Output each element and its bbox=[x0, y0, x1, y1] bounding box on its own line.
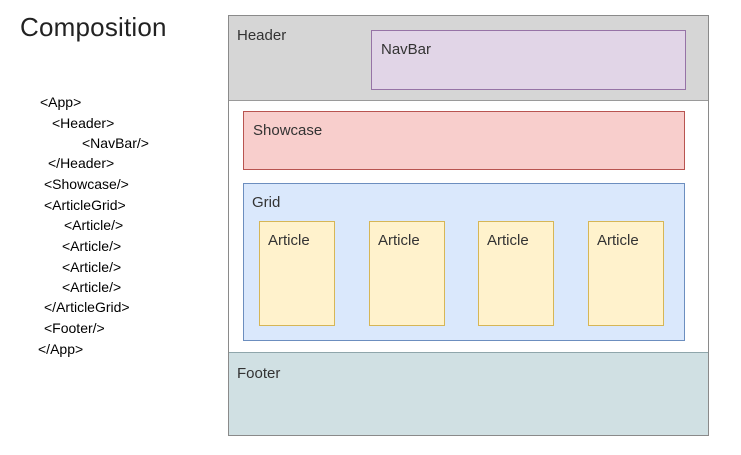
showcase-label: Showcase bbox=[253, 122, 323, 139]
grid-box: Grid Article Article Article Article bbox=[243, 183, 685, 341]
tree-line: </App> bbox=[38, 341, 84, 357]
tree-line: </ArticleGrid> bbox=[44, 299, 130, 315]
footer-box: Footer bbox=[229, 352, 708, 435]
tree-line: <Article/> bbox=[62, 238, 122, 254]
article-label: Article bbox=[597, 232, 639, 249]
tree-line: <Header> bbox=[52, 115, 115, 131]
component-tree: <App> <Header> <NavBar/> </Header> <Show… bbox=[0, 0, 200, 370]
tree-line: <Footer/> bbox=[44, 320, 105, 336]
tree-line: <Article/> bbox=[62, 259, 122, 275]
article-box: Article bbox=[259, 221, 335, 326]
tree-line: </Header> bbox=[48, 155, 115, 171]
showcase-box: Showcase bbox=[243, 111, 685, 170]
page-layout-frame: Header NavBar Showcase Grid Article Arti… bbox=[228, 15, 709, 436]
diagram-title: Composition bbox=[20, 12, 167, 42]
navbar-box: NavBar bbox=[371, 30, 686, 90]
header-box: Header NavBar bbox=[229, 16, 708, 101]
article-label: Article bbox=[268, 232, 310, 249]
footer-label: Footer bbox=[237, 365, 281, 382]
article-box: Article bbox=[588, 221, 664, 326]
article-label: Article bbox=[487, 232, 529, 249]
tree-line: <Article/> bbox=[64, 217, 124, 233]
article-label: Article bbox=[378, 232, 420, 249]
header-label: Header bbox=[237, 27, 287, 44]
grid-label: Grid bbox=[252, 194, 281, 211]
tree-line: <Showcase/> bbox=[44, 176, 129, 192]
tree-line: <ArticleGrid> bbox=[44, 197, 126, 213]
navbar-label: NavBar bbox=[381, 41, 432, 58]
tree-line: <NavBar/> bbox=[82, 135, 149, 151]
article-box: Article bbox=[369, 221, 445, 326]
article-box: Article bbox=[478, 221, 554, 326]
tree-line: <App> bbox=[40, 94, 82, 110]
tree-line: <Article/> bbox=[62, 279, 122, 295]
